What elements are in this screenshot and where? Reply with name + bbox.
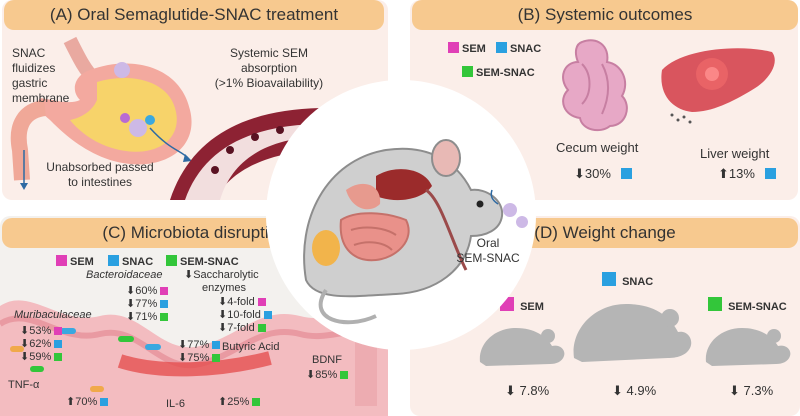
mouse-anatomy-illustration bbox=[303, 139, 528, 325]
snac-swatch bbox=[108, 255, 119, 266]
sem-snac-swatch bbox=[166, 255, 177, 266]
butyric-acid-label: Butyric Acid bbox=[222, 341, 280, 353]
cecum-weight-label: Cecum weight bbox=[556, 140, 639, 155]
weight-change-sem-snac: ⬇ 7.3% bbox=[729, 383, 774, 398]
unabsorbed-label: Unabsorbed passed to intestines bbox=[46, 160, 154, 189]
mouse-silhouette-sem-snac bbox=[705, 328, 791, 366]
weight-group-snac: SNAC bbox=[602, 272, 653, 288]
legend-sem-snac: SEM-SNAC bbox=[462, 66, 535, 79]
bacteroidaceae-label: Bacteroidaceae bbox=[86, 269, 163, 281]
bacteroidaceae-values: ⬇60% ⬇77% ⬇71% bbox=[126, 285, 169, 324]
snac-marker bbox=[764, 168, 776, 179]
legend-snac-c: SNAC bbox=[108, 255, 153, 268]
tnf-alpha-label: TNF-α bbox=[8, 379, 40, 391]
bdnf-value: ⬇85% bbox=[306, 369, 349, 382]
legend-sem: SEM bbox=[448, 42, 486, 55]
weight-group-sem-snac: SEM-SNAC bbox=[708, 297, 787, 313]
mouse-silhouette-sem bbox=[479, 328, 565, 366]
liver-weight-value: ⬆13% bbox=[718, 166, 776, 181]
saccharolytic-values: ⬇4-fold ⬇10-fold ⬇7-fold bbox=[218, 296, 272, 335]
snac-swatch bbox=[496, 42, 507, 53]
systemic-absorption-label: Systemic SEM absorption (>1% Bioavailabi… bbox=[214, 46, 324, 90]
butyric-acid-values: ⬇77% ⬇75% bbox=[178, 339, 221, 365]
snac-marker bbox=[620, 168, 632, 179]
panel-b-title: (B) Systemic outcomes bbox=[412, 0, 798, 30]
snac-fluidizes-label: SNAC fluidizes gastric membrane bbox=[12, 46, 70, 105]
il6-label: IL-6 bbox=[166, 398, 185, 410]
sem-swatch bbox=[56, 255, 67, 266]
sem-snac-swatch bbox=[462, 66, 473, 77]
panel-a-title: (A) Oral Semaglutide-SNAC treatment bbox=[4, 0, 384, 30]
sem-snac-swatch bbox=[708, 297, 722, 311]
weight-change-sem: ⬇ 7.8% bbox=[505, 383, 550, 398]
oral-sem-snac-label: Oral SEM-SNAC bbox=[456, 236, 520, 265]
tnf-alpha-value: ⬆70% bbox=[66, 396, 109, 409]
legend-snac: SNAC bbox=[496, 42, 541, 55]
liver-illustration bbox=[661, 48, 775, 124]
mouse-silhouette-snac bbox=[573, 304, 692, 362]
legend-sem-c: SEM bbox=[56, 255, 94, 268]
snac-swatch bbox=[602, 272, 616, 286]
bdnf-label: BDNF bbox=[312, 354, 342, 366]
muribaculaceae-values: ⬇53% ⬇62% ⬇59% bbox=[20, 325, 63, 364]
il6-value: ⬆25% bbox=[218, 396, 261, 409]
sem-swatch bbox=[448, 42, 459, 53]
legend-sem-snac-c: SEM-SNAC bbox=[166, 255, 239, 268]
weight-change-snac: ⬇ 4.9% bbox=[612, 383, 657, 398]
cecum-weight-value: ⬇30% bbox=[574, 166, 632, 181]
muribaculaceae-label: Muribaculaceae bbox=[14, 309, 92, 321]
cecum-illustration bbox=[562, 39, 628, 132]
liver-weight-label: Liver weight bbox=[700, 146, 770, 161]
saccharolytic-label: ⬇Saccharolytic enzymes bbox=[184, 269, 259, 294]
